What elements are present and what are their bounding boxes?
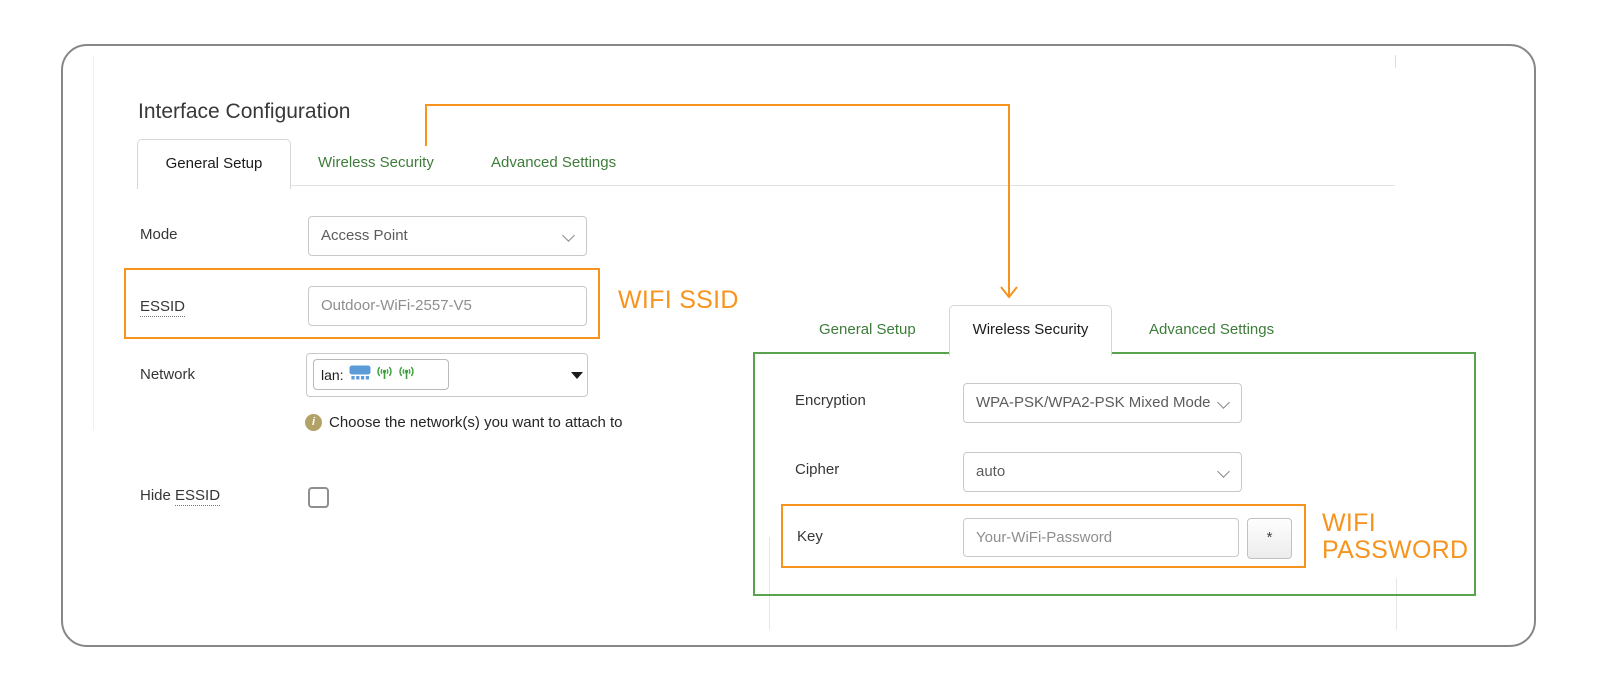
wifi-ssid-callout: WIFI SSID — [618, 286, 739, 314]
tab-advanced-settings[interactable]: Advanced Settings — [491, 154, 617, 171]
info-icon: i — [305, 414, 322, 431]
essid-label: ESSID — [140, 298, 186, 317]
wifi-signal-icon — [398, 365, 415, 385]
tab-general-setup-right[interactable]: General Setup — [819, 321, 916, 338]
encryption-label: Encryption — [795, 392, 866, 409]
network-token-lan[interactable]: lan: — [313, 359, 449, 390]
tab-wireless-security[interactable]: Wireless Security — [318, 154, 434, 171]
dropdown-arrow-icon[interactable] — [571, 372, 583, 379]
tab-general-setup[interactable]: General Setup — [137, 139, 291, 189]
screenshot-edge — [1395, 55, 1396, 68]
mode-label: Mode — [140, 226, 178, 243]
outer-frame — [61, 44, 1536, 647]
encryption-select[interactable]: WPA-PSK/WPA2-PSK Mixed Mode — [963, 383, 1242, 423]
screenshot-edge — [1396, 578, 1397, 630]
hide-essid-checkbox[interactable] — [308, 487, 329, 508]
reveal-password-button[interactable]: * — [1247, 518, 1292, 559]
cipher-value: auto — [976, 463, 1006, 480]
key-value: Your-WiFi-Password — [976, 529, 1113, 546]
screenshot-edge — [93, 55, 94, 430]
cipher-select[interactable]: auto — [963, 452, 1242, 492]
key-input[interactable]: Your-WiFi-Password — [963, 518, 1239, 557]
wifi-password-callout: WIFI PASSWORD — [1322, 509, 1469, 564]
screenshot-edge — [769, 537, 770, 630]
wireless-security-highlight-box — [753, 352, 1476, 596]
wifi-signal-icon — [376, 365, 393, 385]
cipher-label: Cipher — [795, 461, 840, 478]
key-highlight-box — [781, 504, 1306, 568]
tab-advanced-settings-right[interactable]: Advanced Settings — [1149, 321, 1275, 338]
network-token-label: lan: — [321, 366, 344, 383]
encryption-value: WPA-PSK/WPA2-PSK Mixed Mode — [976, 394, 1211, 411]
network-label: Network — [140, 366, 196, 383]
tab-underline — [138, 185, 1395, 186]
network-hint: Choose the network(s) you want to attach… — [329, 414, 623, 431]
key-label: Key — [797, 528, 823, 545]
hide-essid-label: Hide ESSID — [140, 487, 221, 506]
essid-value: Outdoor-WiFi-2557-V5 — [321, 297, 472, 314]
ethernet-bridge-icon — [349, 365, 371, 385]
mode-select[interactable]: Access Point — [308, 216, 587, 256]
mode-value: Access Point — [321, 227, 408, 244]
tab-wireless-security-right[interactable]: Wireless Security — [949, 305, 1112, 356]
essid-highlight-box — [124, 268, 600, 339]
page-title: Interface Configuration — [138, 100, 351, 123]
